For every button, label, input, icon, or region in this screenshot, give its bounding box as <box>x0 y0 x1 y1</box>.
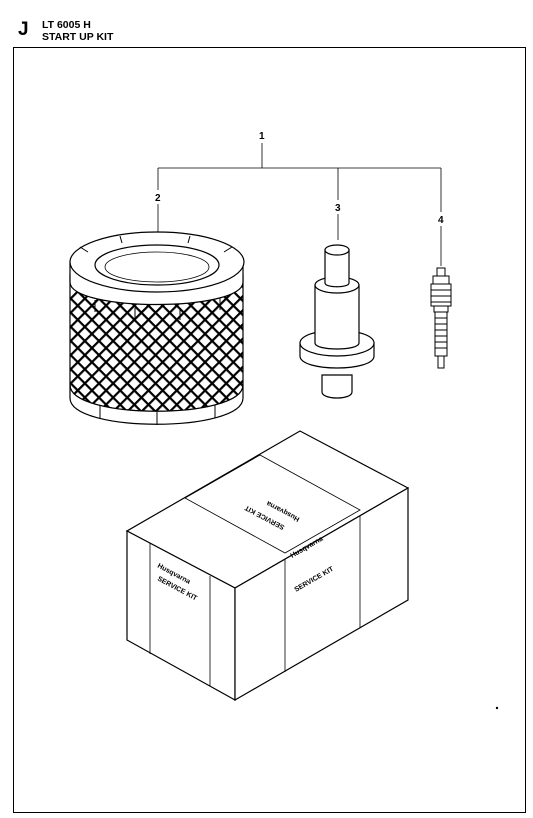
callout-1: 1 <box>259 131 265 142</box>
callout-4: 4 <box>438 215 444 226</box>
callout-3: 3 <box>335 203 341 214</box>
page-title: START UP KIT <box>42 31 114 43</box>
spark-plug-part <box>430 267 452 369</box>
diagram-frame <box>13 47 526 813</box>
section-letter: J <box>18 19 29 40</box>
callout-leader-lines <box>157 143 442 266</box>
model-name: LT 6005 H <box>42 19 91 31</box>
air-filter-part <box>69 231 245 425</box>
callout-2: 2 <box>155 193 161 204</box>
service-kit-box <box>125 430 410 702</box>
registration-dot <box>495 706 499 710</box>
shaft-pin-part <box>299 244 375 399</box>
